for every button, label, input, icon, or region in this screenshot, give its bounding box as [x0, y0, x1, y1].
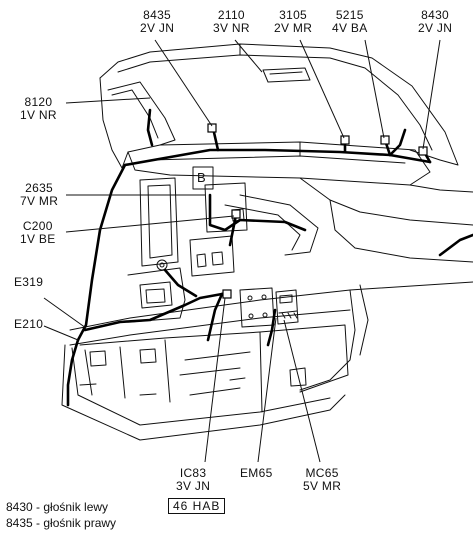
label-c200: C200 1V BE — [20, 220, 56, 246]
left-trim-box — [139, 177, 179, 267]
label-mc65-wire: 5V MR — [303, 479, 342, 493]
connector-8435 — [207, 123, 217, 133]
reference-code-box: 46 HAB — [168, 498, 226, 514]
label-8120-wire: 1V NR — [20, 108, 57, 122]
label-5215: 5215 4V BA — [332, 9, 368, 35]
label-e210-code: E210 — [14, 317, 44, 331]
label-ic83: IC83 3V JN — [176, 467, 210, 493]
label-3105-code: 3105 — [279, 8, 308, 22]
left-lamp — [139, 281, 173, 309]
label-8435-wire: 2V JN — [140, 21, 175, 35]
label-em65: EM65 — [240, 467, 273, 480]
label-em65-code: EM65 — [240, 466, 273, 480]
trunk-floor — [61, 344, 346, 441]
label-8120-code: 8120 — [24, 95, 53, 109]
connector-plate — [239, 287, 275, 328]
label-5215-code: 5215 — [335, 8, 364, 22]
label-8435: 8435 2V JN — [140, 9, 174, 35]
label-e210: E210 — [14, 318, 43, 331]
label-2635-wire: 7V MR — [20, 194, 59, 208]
label-2110: 2110 3V NR — [213, 9, 250, 35]
leader-lines — [43, 39, 441, 463]
label-ic83-code: IC83 — [179, 466, 207, 480]
body-side-right — [299, 177, 473, 226]
label-mc65-code: MC65 — [305, 466, 339, 480]
label-e319: E319 — [14, 276, 43, 289]
label-8435-code: 8435 — [143, 8, 172, 22]
label-c200-code: C200 — [22, 219, 53, 233]
component-b-letter: B — [197, 170, 206, 185]
label-8430-wire: 2V JN — [418, 21, 453, 35]
relay-box — [189, 235, 235, 277]
tailgate-inner — [117, 54, 433, 151]
component-b-box — [192, 166, 214, 190]
left-pillar — [99, 77, 129, 169]
tailgate-lower-panel — [127, 141, 431, 186]
label-5215-wire: 4V BA — [332, 21, 368, 35]
label-8430-code: 8430 — [421, 8, 450, 22]
label-8120: 8120 1V NR — [20, 96, 57, 122]
connector-3105 — [340, 135, 350, 145]
label-2110-code: 2110 — [217, 8, 245, 22]
rear-panel — [69, 281, 473, 331]
label-3105-wire: 2V MR — [274, 21, 313, 35]
tailgate-outline — [99, 43, 459, 166]
connector-5215 — [380, 135, 390, 145]
label-3105: 3105 2V MR — [274, 9, 312, 35]
label-mc65: MC65 5V MR — [303, 467, 341, 493]
connector-c200 — [231, 209, 241, 219]
label-8430: 8430 2V JN — [418, 9, 452, 35]
third-brake-light — [262, 67, 311, 83]
label-2635-code: 2635 — [25, 181, 54, 195]
fuse-box — [204, 182, 248, 233]
sill-panel — [79, 324, 349, 393]
label-2110-wire: 3V NR — [213, 21, 250, 35]
legend-line-8430: 8430 - głośnik lewy — [6, 500, 109, 514]
connector-ic83 — [222, 289, 232, 299]
label-e319-code: E319 — [14, 275, 44, 289]
label-ic83-wire: 3V JN — [176, 479, 211, 493]
label-2635: 2635 7V MR — [20, 182, 58, 208]
label-c200-wire: 1V BE — [20, 232, 56, 246]
legend-line-8435: 8435 - głośnik prawy — [6, 516, 117, 530]
